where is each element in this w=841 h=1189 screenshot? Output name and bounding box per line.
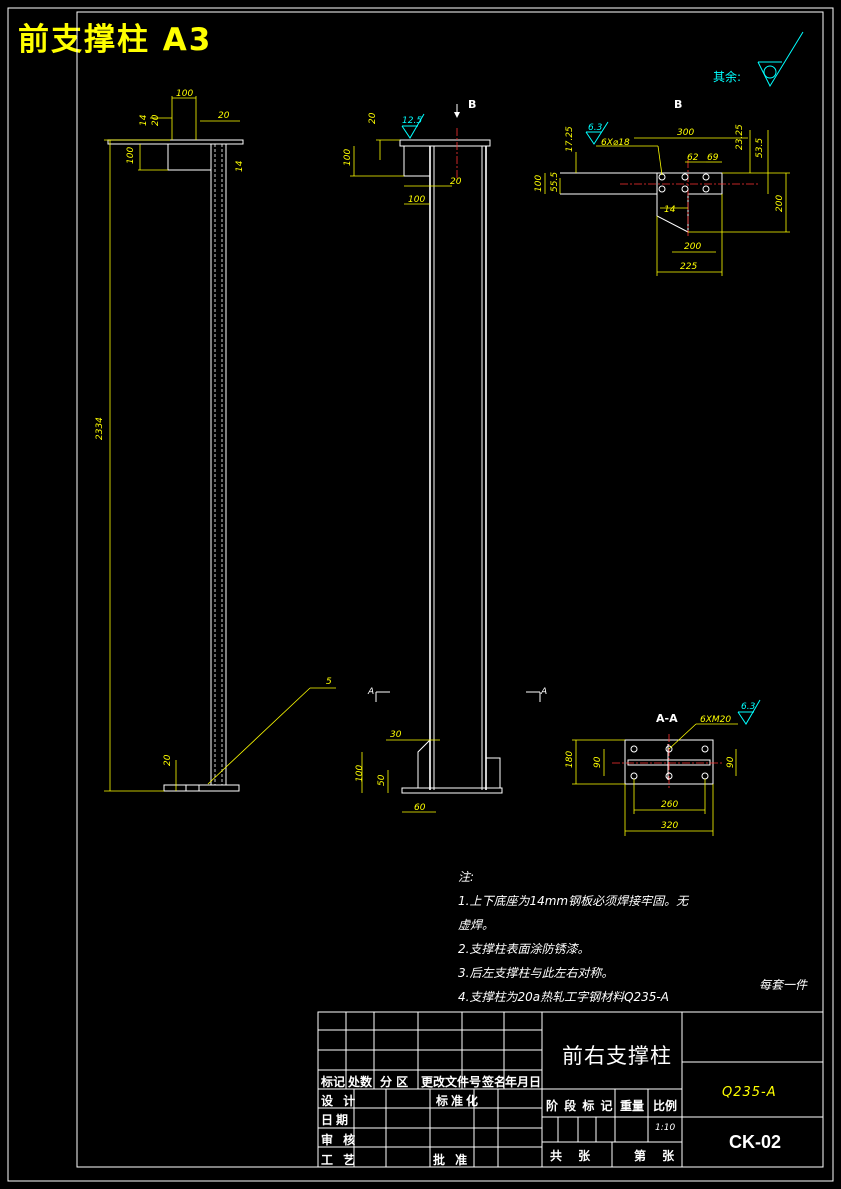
dim-100-top: 100 xyxy=(176,89,193,99)
roughness-6-3-aa: 6.3 xyxy=(741,702,756,712)
sheet-title: 前支撑柱 A3 xyxy=(18,22,213,58)
tb-process: 工 艺 xyxy=(321,1153,359,1167)
dim-100-mid-b: 100 xyxy=(408,195,425,205)
dim-50: 50 xyxy=(377,774,387,786)
surface-note: 其余: xyxy=(713,69,741,84)
dim-6xm20: 6XM20 xyxy=(700,715,731,725)
middle-view: B A A 12.5 20 100 20 100 30 100 50 60 xyxy=(343,98,547,813)
tb-approve: 批 准 xyxy=(433,1153,471,1167)
roughness-12-5: 12.5 xyxy=(402,116,422,126)
dim-100-b: 100 xyxy=(534,175,544,192)
per-set-note: 每套一件 xyxy=(759,978,808,992)
note-line-1: 1.上下底座为14mm钢板必须焊接牢固。无 xyxy=(458,894,689,908)
dim-55-5: 55.5 xyxy=(550,172,560,192)
tb-total-sheets: 共 张 xyxy=(550,1149,597,1163)
dim-100-left: 100 xyxy=(126,147,136,164)
tb-change-doc: 更改文件号 xyxy=(421,1075,482,1089)
tb-scale-label: 比例 xyxy=(653,1099,678,1113)
section-label-a-left: A xyxy=(367,687,374,697)
leader-5: 5 xyxy=(326,677,332,687)
dim-17-25: 17.25 xyxy=(565,126,575,152)
dim-225: 225 xyxy=(680,262,697,272)
note-line-2: 虚焊。 xyxy=(458,918,495,932)
dim-14-b: 14 xyxy=(664,205,676,215)
tb-count: 处数 xyxy=(348,1075,373,1089)
tb-design: 设 计 xyxy=(321,1094,359,1108)
dim-100-mid: 100 xyxy=(343,149,353,166)
roughness-6-3-b: 6.3 xyxy=(588,123,603,133)
tb-sheet-no: 第 张 xyxy=(634,1149,681,1163)
dim-20-b: 20 xyxy=(218,111,230,121)
dim-200-bottom: 200 xyxy=(684,242,701,252)
dim-62: 62 xyxy=(687,153,699,163)
section-a-a: A-A 6XM20 6.3 180 90 90 260 320 xyxy=(565,699,761,836)
tb-zone: 分 区 xyxy=(380,1075,409,1089)
tb-mark: 标记 xyxy=(321,1075,346,1089)
outer-border xyxy=(7,7,834,1182)
notes-heading: 注: xyxy=(458,870,475,884)
part-name: 前右支撑柱 xyxy=(562,1044,672,1068)
title-block xyxy=(317,1011,824,1168)
dim-200-right: 200 xyxy=(775,195,785,212)
view-b-label: B xyxy=(674,98,682,111)
tb-date: 日期 xyxy=(321,1113,352,1127)
dim-320: 320 xyxy=(661,821,678,831)
dim-300: 300 xyxy=(677,128,694,138)
tb-stage-mark: 阶 段 标 记 xyxy=(546,1099,614,1113)
dim-14: 14 xyxy=(139,114,149,126)
surface-finish-symbol: 其余: xyxy=(713,31,804,88)
dim-180: 180 xyxy=(565,751,575,768)
drawing-number: CK-02 xyxy=(729,1132,782,1152)
dim-69: 69 xyxy=(707,153,719,163)
dim-90-left: 90 xyxy=(593,756,603,768)
section-label-a-right: A xyxy=(540,687,547,697)
dim-2334: 2334 xyxy=(95,417,105,440)
tb-standardize: 标准化 xyxy=(436,1094,482,1108)
view-b: B 6.3 17.25 6X⌀18 300 23.25 53.5 62 69 xyxy=(534,98,790,276)
dim-30: 30 xyxy=(390,730,402,740)
dim-90-right: 90 xyxy=(726,756,736,768)
dim-260: 260 xyxy=(661,800,678,810)
section-aa-label: A-A xyxy=(656,712,678,725)
dim-20-a: 20 xyxy=(151,114,161,126)
left-view: 2334 100 14 20 20 100 14 20 5 xyxy=(95,89,336,792)
dim-holes-18: 6X⌀18 xyxy=(601,138,630,148)
tb-date-col: 年月日 xyxy=(505,1075,542,1089)
material: Q235-A xyxy=(722,1085,777,1100)
dim-20-mid-b: 20 xyxy=(450,177,462,187)
dim-53-5: 53.5 xyxy=(755,138,765,158)
dim-14-right: 14 xyxy=(235,160,245,172)
tb-weight: 重量 xyxy=(620,1099,645,1113)
dim-20-bottom: 20 xyxy=(163,754,173,766)
note-line-3: 2.支撑柱表面涂防锈漆。 xyxy=(458,942,590,956)
tb-review: 审 核 xyxy=(321,1133,359,1147)
dim-60: 60 xyxy=(414,803,426,813)
note-line-5: 4.支撑柱为20a热轧工字钢材料Q235-A xyxy=(458,990,669,1004)
section-label-b: B xyxy=(468,98,476,111)
dim-100-bottom: 100 xyxy=(355,765,365,782)
tb-scale-value: 1:10 xyxy=(655,1123,676,1133)
tb-signature: 签名 xyxy=(482,1075,507,1089)
dim-23-25: 23.25 xyxy=(735,124,745,150)
note-line-4: 3.后左支撑柱与此左右对称。 xyxy=(458,966,614,980)
dim-20-mid: 20 xyxy=(368,112,378,124)
